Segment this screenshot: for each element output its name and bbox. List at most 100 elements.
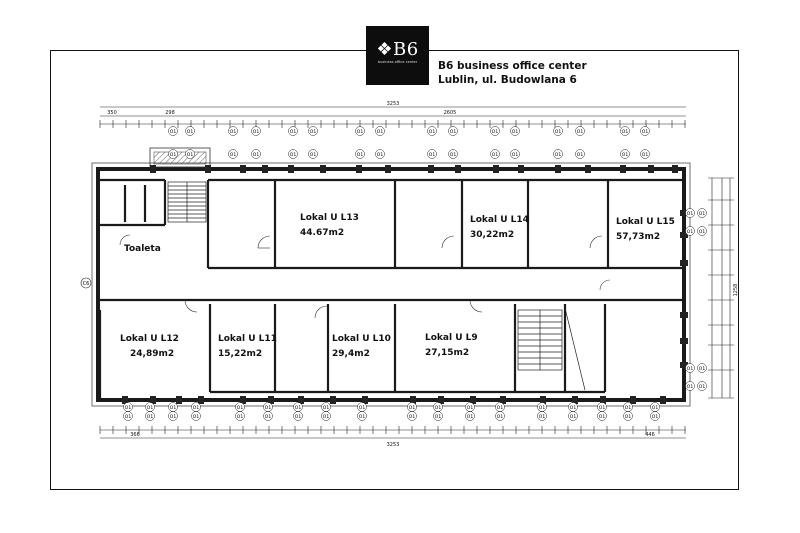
wall-pillar <box>660 396 666 404</box>
window-tag-text: O1 <box>652 405 659 411</box>
room-area: 57,73m2 <box>616 232 661 242</box>
window-tag-text: O1 <box>125 414 132 420</box>
room-l15: Lokal U L15 57,73m2 <box>616 216 675 243</box>
window-tag <box>597 411 607 421</box>
room-l9: Lokal U L9 27,15m2 <box>425 332 478 359</box>
window-tag <box>145 411 155 421</box>
window-tag-text: O1 <box>577 152 584 158</box>
window-tag <box>448 126 458 136</box>
wall-pillar <box>320 165 326 173</box>
room-area: 15,22m2 <box>218 349 263 359</box>
wall-pillars <box>122 165 688 404</box>
wall-pillar <box>410 396 416 404</box>
window-tag-text: O1 <box>323 414 330 420</box>
window-tag-text: O1 <box>450 152 457 158</box>
window-tag <box>308 149 318 159</box>
room-l10: Lokal U L10 29,4m2 <box>332 333 391 360</box>
window-tag-text: O1 <box>699 211 706 217</box>
wall-pillar <box>150 165 156 173</box>
window-tag-text: O1 <box>570 414 577 420</box>
wall-pillar <box>630 396 636 404</box>
window-tag-text: O1 <box>357 152 364 158</box>
window-tag <box>168 126 178 136</box>
window-tag <box>168 149 178 159</box>
window-tag-text: O1 <box>622 129 629 135</box>
wall-pillar <box>680 232 688 238</box>
window-tag <box>308 126 318 136</box>
window-tag-text: O1 <box>429 129 436 135</box>
wall-pillar <box>620 165 626 173</box>
window-tag <box>465 411 475 421</box>
window-tag-text: O1 <box>497 414 504 420</box>
total-width-bottom: 3253 <box>387 442 400 448</box>
window-tag-text: O1 <box>290 152 297 158</box>
dimension-labels: 3253 350 298 2605 3253 366 446 1258 <box>107 101 739 448</box>
window-tag-text: O1 <box>429 152 436 158</box>
window-tag-text: O1 <box>230 152 237 158</box>
window-tag-text: O1 <box>147 405 154 411</box>
wall-pillar <box>198 396 204 404</box>
window-tag <box>321 411 331 421</box>
wall-pillar <box>680 312 688 318</box>
window-tag-text: O1 <box>625 405 632 411</box>
window-tag <box>697 363 707 373</box>
wall-pillar <box>455 165 461 173</box>
room-name: Lokal U L9 <box>425 333 478 343</box>
window-tag-text: O1 <box>170 129 177 135</box>
window-tag-text: O1 <box>492 129 499 135</box>
top-left-1: 350 <box>107 110 117 116</box>
wall-pillar <box>385 165 391 173</box>
room-area: 30,22m2 <box>470 230 515 240</box>
window-tag-text: O1 <box>265 414 272 420</box>
wall-pillar <box>680 362 688 368</box>
window-tag <box>623 411 633 421</box>
window-tag-text: O1 <box>687 211 694 217</box>
wall-pillar <box>600 396 606 404</box>
wall-pillar <box>555 165 561 173</box>
wall-pillar <box>150 396 156 404</box>
window-tag <box>228 126 238 136</box>
window-tag <box>185 126 195 136</box>
axis-tag-text: C6 <box>83 281 90 287</box>
room-area: 44.67m2 <box>300 228 345 238</box>
company-address: Lublin, ul. Budowlana 6 <box>438 74 577 86</box>
right-dimensions <box>708 177 734 399</box>
window-tag <box>293 411 303 421</box>
window-tag-text: O1 <box>295 405 302 411</box>
window-tag-text: O1 <box>622 152 629 158</box>
wall-pillar <box>648 165 654 173</box>
window-tag <box>448 149 458 159</box>
room-name: Lokal U L15 <box>616 217 675 227</box>
door-swings <box>119 234 611 319</box>
top-left-2: 298 <box>165 110 175 116</box>
window-tag-text: O1 <box>147 414 154 420</box>
wall-pillar <box>680 210 688 216</box>
window-tag <box>697 381 707 391</box>
window-tag-text: O1 <box>265 405 272 411</box>
window-tag-text: O1 <box>187 152 194 158</box>
window-tag-text: O1 <box>699 229 706 235</box>
company-info: B6 business office center Lublin, ul. Bu… <box>438 59 587 87</box>
window-tag <box>427 149 437 159</box>
wall-pillar <box>438 396 444 404</box>
window-tag-text: O1 <box>539 405 546 411</box>
window-tag-text: O1 <box>687 229 694 235</box>
top-dimensions <box>99 106 686 128</box>
window-tag-text: O1 <box>193 414 200 420</box>
room-area: 24,89m2 <box>130 349 175 359</box>
window-tag-text: O1 <box>253 152 260 158</box>
window-tag-text: O1 <box>170 405 177 411</box>
bottom-right: 446 <box>645 432 655 438</box>
window-tag-text: O1 <box>450 129 457 135</box>
room-area: 29,4m2 <box>332 349 370 359</box>
window-tag-text: O1 <box>359 405 366 411</box>
wall-pillar <box>262 165 268 173</box>
window-tag <box>510 149 520 159</box>
room-name: Lokal U L14 <box>470 215 529 225</box>
wall-pillar <box>470 396 476 404</box>
bottom-left: 366 <box>130 432 140 438</box>
room-name: Lokal U L13 <box>300 213 359 223</box>
room-l11: Lokal U L11 15,22m2 <box>218 333 277 360</box>
window-tag-text: O1 <box>642 129 649 135</box>
window-tag-text: O1 <box>555 152 562 158</box>
